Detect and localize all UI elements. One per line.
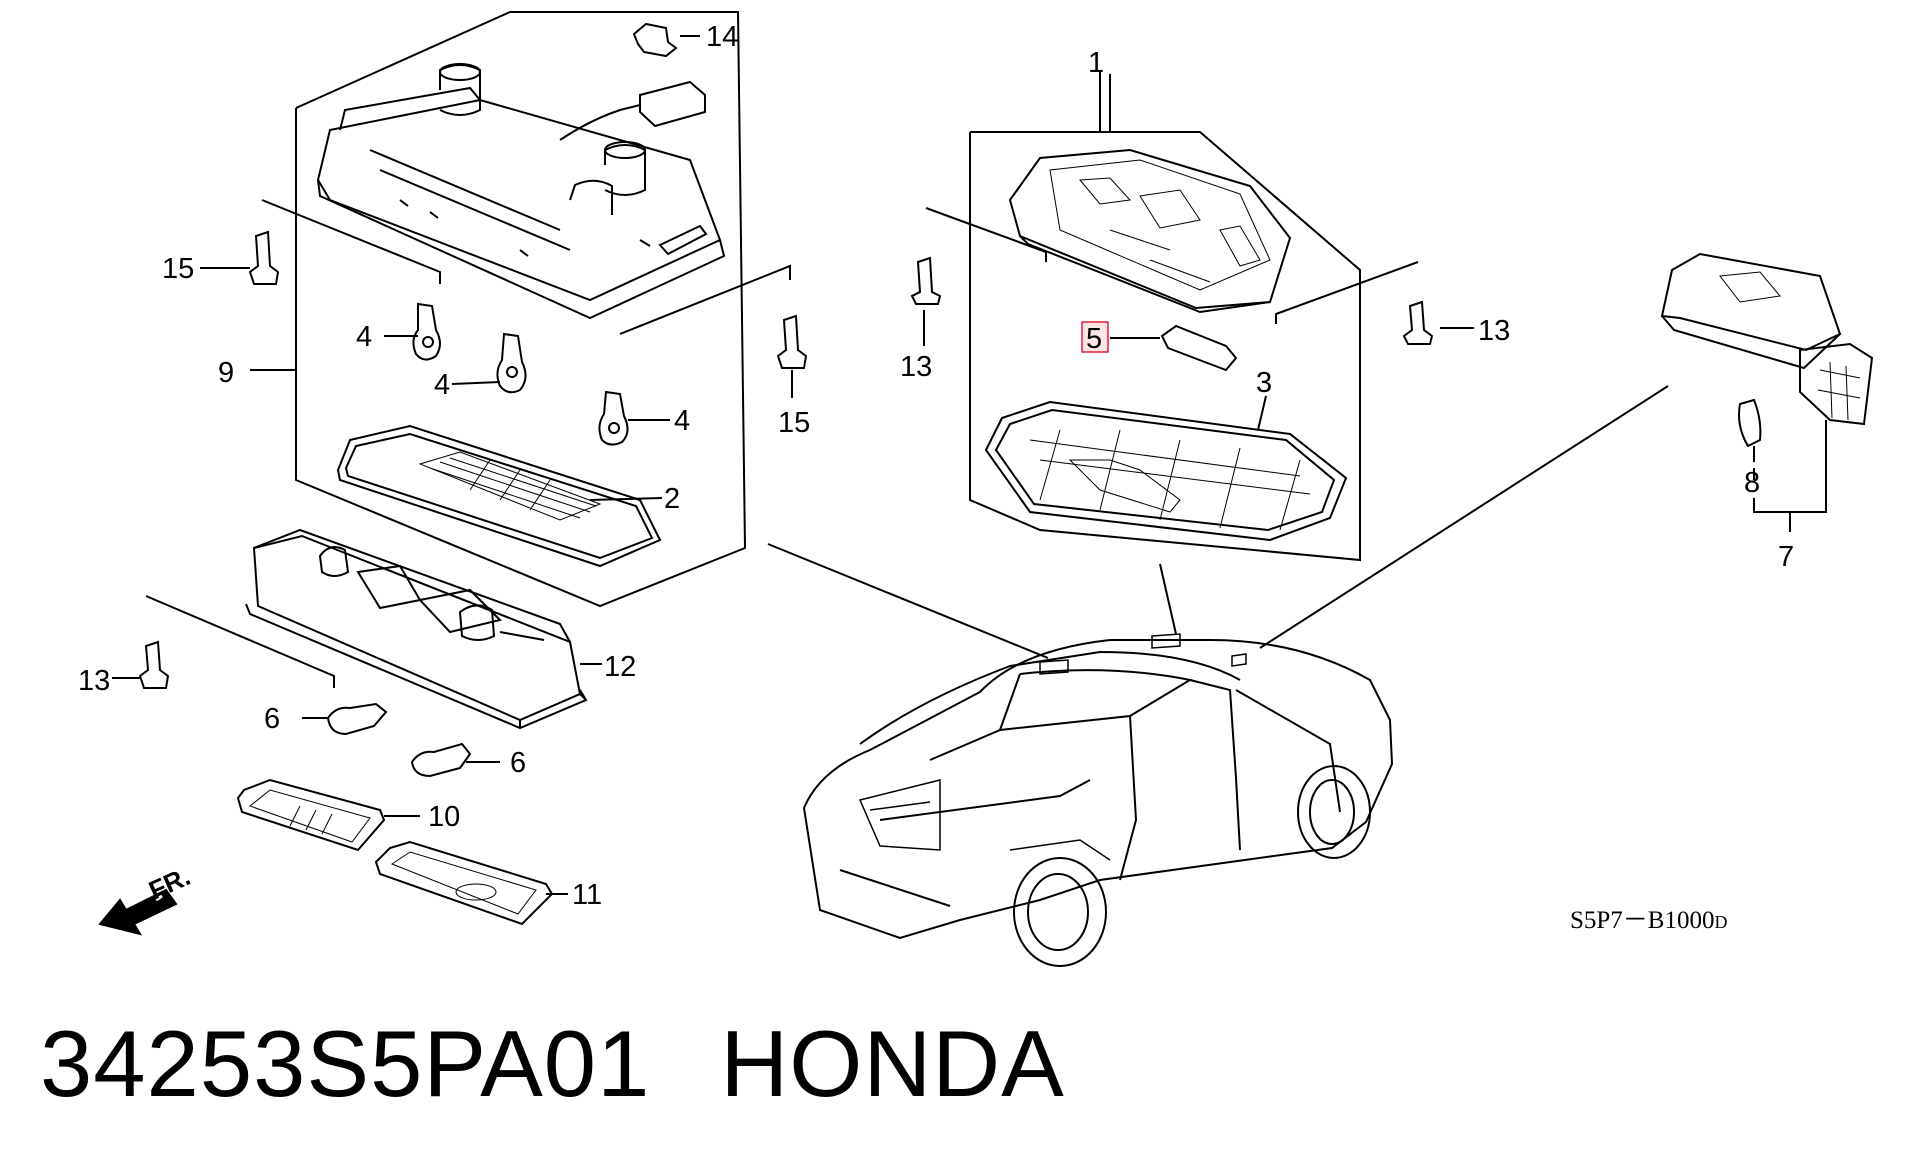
callout-4a: 4	[356, 321, 372, 353]
leader-7-car	[1259, 385, 1669, 649]
clip-4c	[598, 390, 629, 446]
bulb-5	[1110, 324, 1238, 372]
callout-6a: 6	[264, 703, 280, 735]
leader-9-car	[767, 543, 1049, 659]
part-footer: 34253S5PA01 HONDA	[40, 1010, 1065, 1118]
diagram-code: S5P7－B1000D	[1570, 907, 1727, 934]
callout-5: 5	[1086, 323, 1102, 355]
screw-13c	[1402, 300, 1434, 345]
callout-13b: 13	[900, 351, 932, 383]
callout-11: 11	[572, 879, 602, 911]
leader-15a	[261, 199, 441, 284]
callout-7: 7	[1778, 541, 1794, 573]
clip-4b	[496, 332, 527, 394]
bulb-6b	[410, 742, 500, 778]
callout-15a: 15	[162, 253, 194, 285]
callout-15b: 15	[778, 407, 810, 439]
leader-1-car	[1159, 563, 1177, 635]
screw-15a	[248, 230, 280, 285]
lens-11	[374, 840, 568, 926]
screw-13b	[910, 256, 942, 305]
highlight-box	[1081, 321, 1109, 353]
car-outline	[802, 633, 1394, 967]
clip-14	[632, 22, 700, 58]
callout-10: 10	[428, 801, 460, 833]
lens-10	[236, 778, 420, 852]
callout-2: 2	[664, 483, 680, 515]
callout-3: 3	[1256, 367, 1272, 399]
screw-15b	[776, 314, 808, 369]
callout-8: 8	[1744, 467, 1760, 499]
leader-13c	[1275, 261, 1419, 324]
part-number: 34253S5PA01	[40, 1011, 651, 1116]
assembly-9-boundary	[295, 11, 747, 608]
leader-7	[1753, 420, 1827, 513]
console-unit-1	[1008, 148, 1292, 314]
screw-13a	[138, 640, 170, 689]
callout-14: 14	[706, 21, 738, 53]
callout-13a: 13	[78, 665, 110, 697]
leader-15b	[619, 264, 791, 335]
callout-4b: 4	[434, 369, 450, 401]
base-12	[245, 528, 602, 730]
leader-13b	[925, 207, 1047, 262]
assembly-1-boundary	[969, 72, 1361, 562]
front-direction-arrow-icon	[98, 886, 178, 936]
callout-9: 9	[218, 357, 234, 389]
callout-13c: 13	[1478, 315, 1510, 347]
bulb-8	[1738, 398, 1762, 448]
brand-name: HONDA	[720, 1011, 1065, 1116]
bulb-6a	[302, 702, 388, 736]
lens-2	[336, 424, 663, 568]
housing-unit-top	[316, 63, 726, 320]
leader-13a	[145, 595, 335, 688]
callout-12: 12	[604, 651, 636, 683]
clip-4a	[412, 302, 441, 361]
callout-6b: 6	[510, 747, 526, 779]
lens-3	[984, 395, 1348, 542]
callout-4c: 4	[674, 405, 690, 437]
callout-1: 1	[1088, 47, 1104, 79]
map-light-7	[1660, 252, 1874, 426]
